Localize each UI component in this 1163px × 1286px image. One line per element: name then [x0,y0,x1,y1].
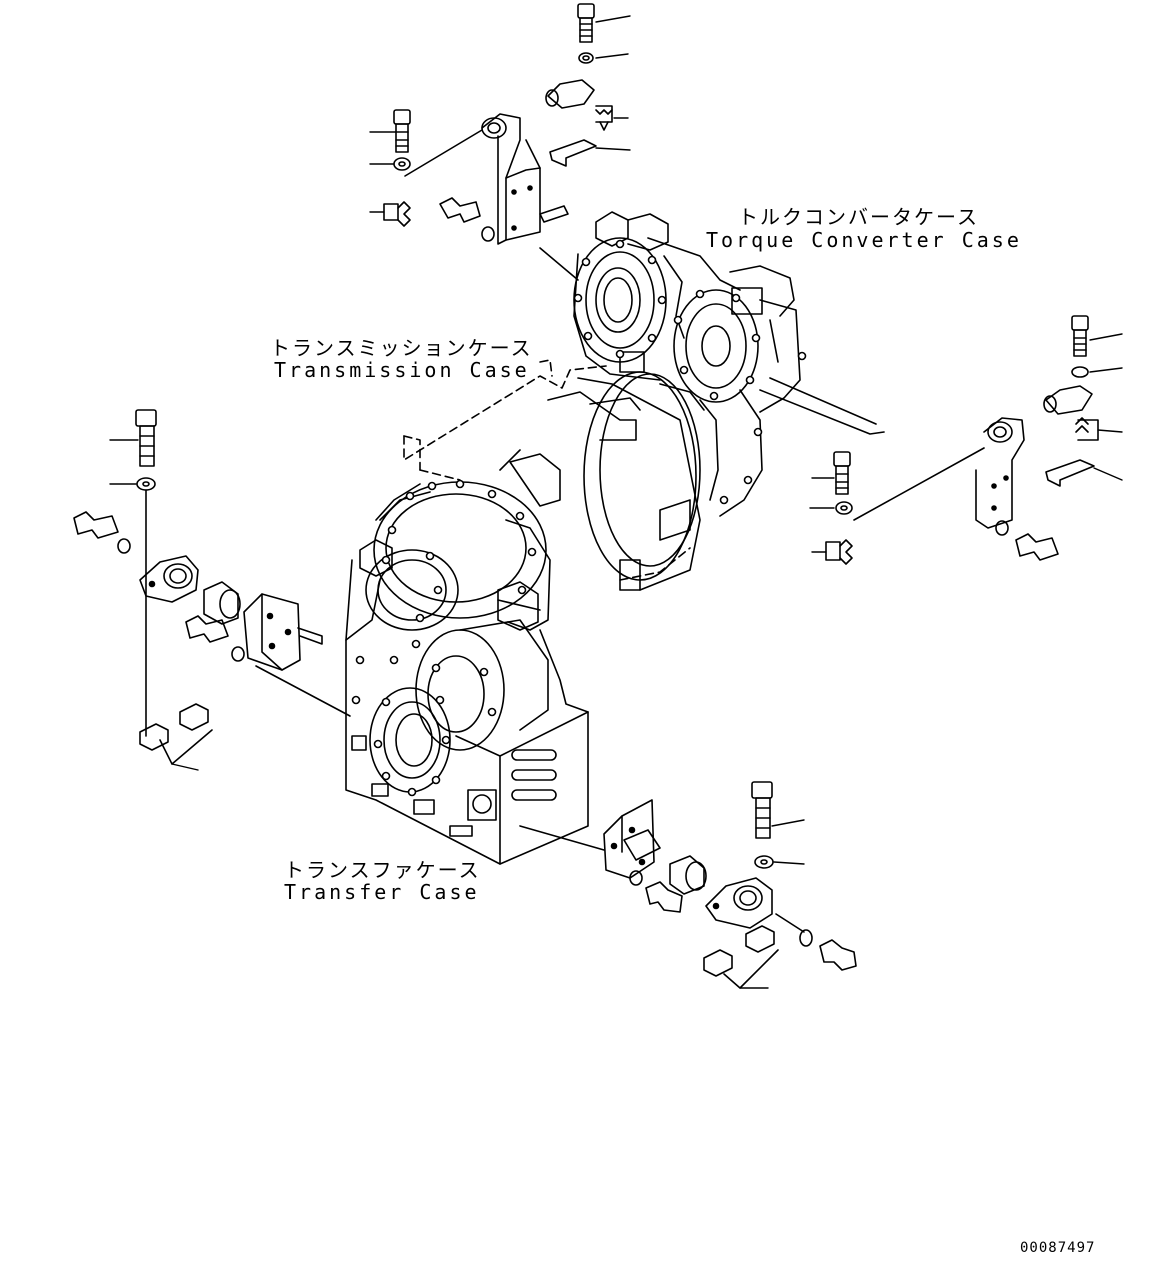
torque-converter-case [574,212,806,516]
transmission-case-label-jp: トランスミッションケース [270,336,533,360]
transfer-case-label-en: Transfer Case [284,880,480,904]
transmission-case-label-en: Transmission Case [274,358,530,382]
right-lower-mount [520,782,856,988]
left-lower-mount [74,410,350,764]
transfer-case [346,481,588,865]
upper-left-mount-bracket [405,80,596,280]
drawing-code: 00087497 [1020,1240,1096,1256]
torque-converter-case-label-jp: トルクコンバータケース [738,205,979,229]
callout-leaders [110,16,1122,988]
left-top-bolt-stack [384,110,410,226]
right-lower-bolt-stack [826,452,852,564]
torque-converter-case-label-en: Torque Converter Case [706,228,1022,252]
upper-bolt-stack [578,4,612,130]
right-mount-bracket [760,316,1098,560]
transfer-case-label-jp: トランスファケース [284,858,481,882]
